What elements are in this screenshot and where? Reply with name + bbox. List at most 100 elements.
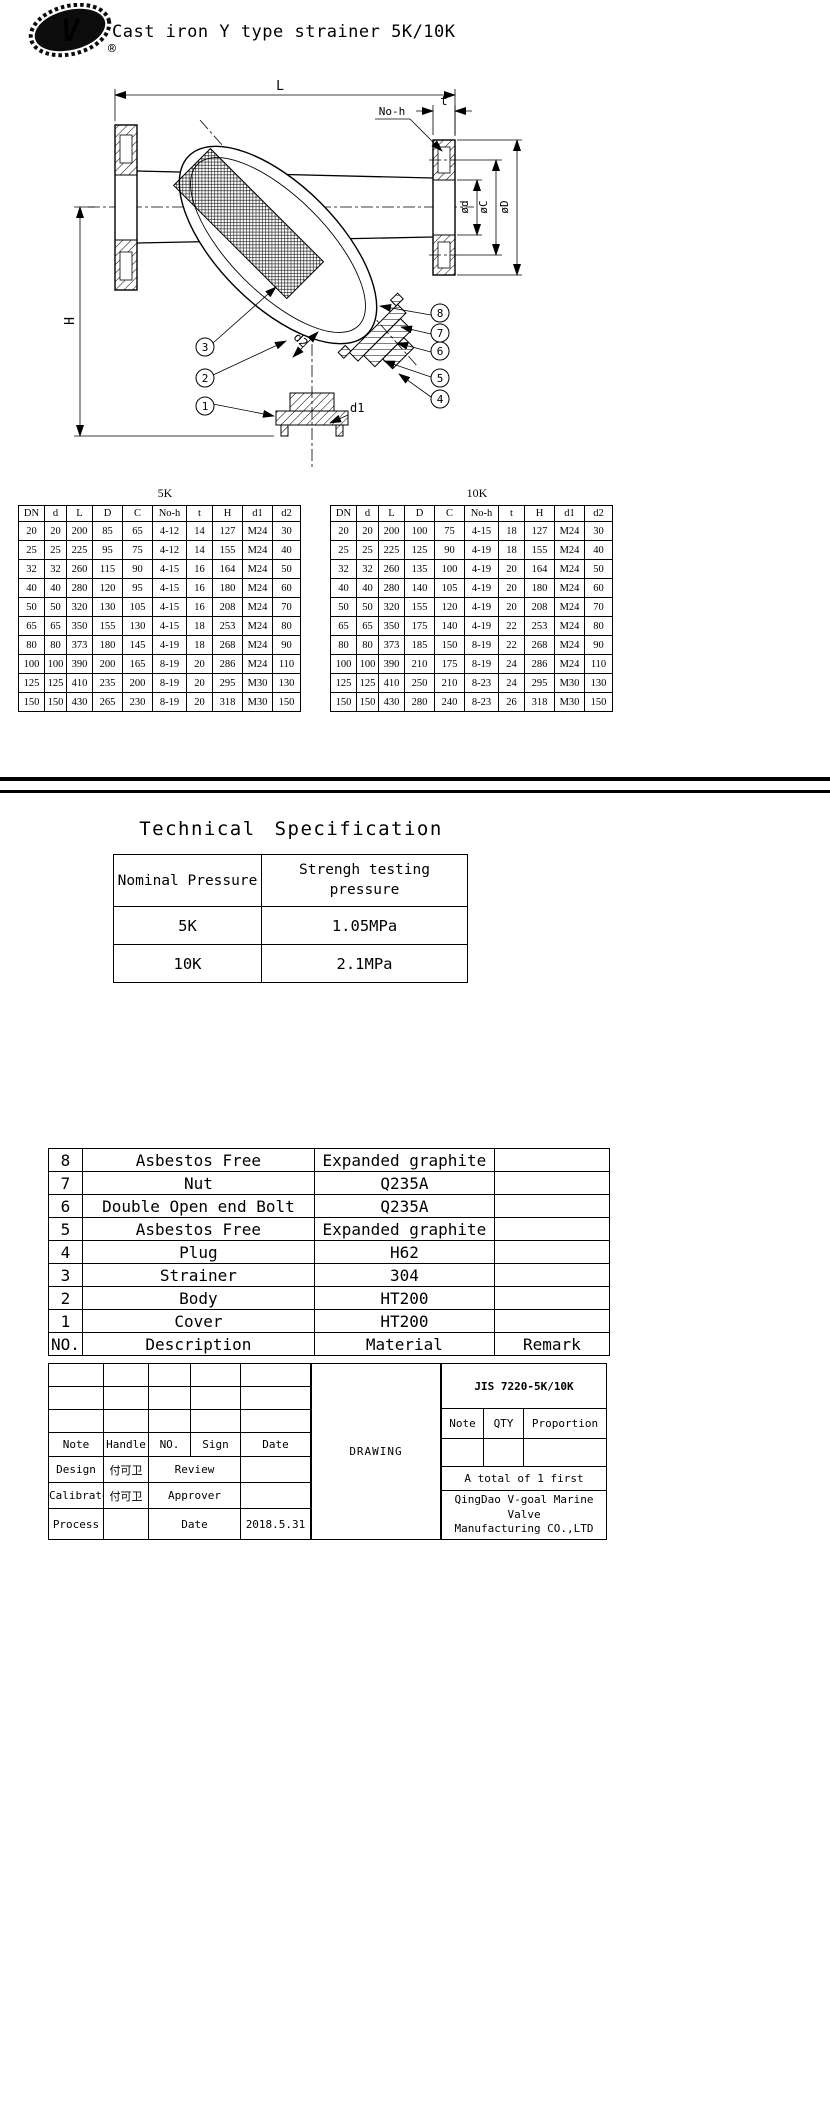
table-cell: M24	[242, 521, 273, 541]
table-cell: 65	[18, 616, 45, 636]
table-cell	[493, 1171, 610, 1195]
spec-cell: 1.05MPa	[261, 906, 468, 945]
empty-cell	[190, 1363, 241, 1387]
table-cell: 100	[44, 654, 67, 674]
table-cell: 1	[48, 1309, 83, 1333]
column-header: d2	[272, 505, 301, 522]
sign-label: Sign	[190, 1432, 241, 1457]
table-cell: 155	[212, 540, 243, 560]
table-cell: 125	[44, 673, 67, 693]
table-cell: 4-19	[464, 616, 499, 636]
empty-cell	[240, 1409, 311, 1433]
table-cell: 250	[404, 673, 435, 693]
table-cell: 150	[272, 692, 301, 712]
table-cell	[493, 1148, 610, 1172]
table-cell: 4-19	[464, 540, 499, 560]
callout-7: 7	[400, 323, 450, 343]
table-cell: 32	[330, 559, 357, 579]
table-cell: 115	[92, 559, 123, 579]
table-cell: 110	[272, 654, 301, 674]
table-cell: M24	[242, 597, 273, 617]
table-cell: 120	[434, 597, 465, 617]
table-cell: 30	[272, 521, 301, 541]
spec-cell: 2.1MPa	[261, 944, 468, 983]
table-cell: 4-19	[464, 559, 499, 579]
approver-label: Approver	[148, 1482, 241, 1509]
table-cell: Cover	[81, 1309, 315, 1333]
table-cell: 4-12	[152, 540, 187, 560]
table-cell: 4-19	[152, 635, 187, 655]
table-cell: 4-12	[152, 521, 187, 541]
table-cell: 8-19	[152, 673, 187, 693]
dim-table-5k-caption: 5K	[157, 486, 173, 500]
callout-6: 6	[396, 341, 450, 361]
table-cell: 8-19	[464, 635, 499, 655]
column-header: d1	[242, 505, 273, 522]
table-cell: 150	[44, 692, 67, 712]
table-cell: Strainer	[81, 1263, 315, 1287]
table-cell	[493, 1217, 610, 1241]
table-cell: 235	[92, 673, 123, 693]
table-cell: 100	[330, 654, 357, 674]
table-cell: 65	[122, 521, 153, 541]
strainer-drawing: L t No-h ød øC	[63, 79, 522, 467]
right-flange	[429, 139, 459, 276]
table-cell: 18	[498, 521, 525, 541]
spec-table: Nominal Pressure Strengh testing pressur…	[113, 854, 468, 983]
table-cell: 318	[212, 692, 243, 712]
empty-cell	[103, 1386, 149, 1410]
dim-no-h: No-h	[375, 105, 443, 152]
table-cell: 410	[66, 673, 93, 693]
handle-label: Handle	[103, 1432, 149, 1457]
table-cell: 14	[186, 540, 213, 560]
parts-header-row: NO. Description Material Remark	[48, 1332, 610, 1356]
table-cell: 6	[48, 1194, 83, 1218]
column-header: D	[92, 505, 123, 522]
table-cell: 75	[434, 521, 465, 541]
table-cell: 140	[434, 616, 465, 636]
callout-2: 2	[195, 340, 287, 388]
table-cell: 208	[524, 597, 555, 617]
table-cell: M30	[554, 692, 585, 712]
table-cell: 25	[44, 540, 67, 560]
table-cell: 268	[524, 635, 555, 655]
table-cell: 125	[18, 673, 45, 693]
date-label: Date	[240, 1432, 311, 1457]
table-cell: 150	[434, 635, 465, 655]
table-cell: M30	[242, 692, 273, 712]
table-cell: 80	[272, 616, 301, 636]
empty-cell	[148, 1363, 191, 1387]
table-cell: 18	[186, 616, 213, 636]
spec-title: Technical Specification	[139, 818, 443, 840]
table-cell: 318	[524, 692, 555, 712]
dim-D: øD	[457, 139, 522, 276]
empty-cell	[483, 1438, 524, 1467]
empty-cell	[48, 1363, 104, 1387]
table-cell: 14	[186, 521, 213, 541]
table-cell: 8-19	[152, 654, 187, 674]
table-cell: 80	[44, 635, 67, 655]
dim-label-L: L	[276, 79, 284, 94]
table-cell: 40	[356, 578, 379, 598]
table-cell	[493, 1309, 610, 1333]
table-cell: 50	[18, 597, 45, 617]
table-cell: 135	[404, 559, 435, 579]
table-cell	[493, 1194, 610, 1218]
dim-d: ød	[457, 179, 482, 236]
column-header: C	[122, 505, 153, 522]
empty-cell	[522, 1438, 608, 1467]
spec-section: Technical Specification Nominal Pressure…	[113, 818, 469, 983]
dim-t: t	[416, 94, 472, 135]
empty-cell	[103, 1409, 149, 1433]
table-cell: 20	[44, 521, 67, 541]
table-cell: HT200	[313, 1286, 495, 1310]
